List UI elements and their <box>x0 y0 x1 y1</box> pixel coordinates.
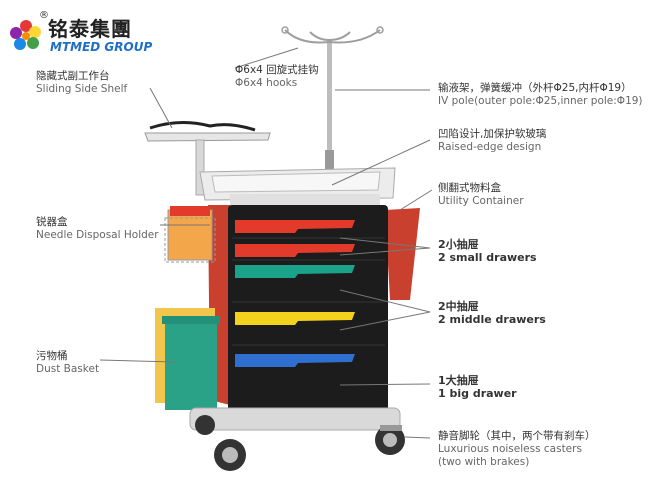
label-casters: 静音脚轮（其中，两个带有刹车） Luxurious noiseless cast… <box>438 430 596 468</box>
brand-name-en: MTMED GROUP <box>50 40 153 54</box>
dust-basket <box>155 308 220 410</box>
label-small-drawers: 2小抽屉 2 small drawers <box>438 238 537 264</box>
label-needle-holder: 锐器盒 Needle Disposal Holder <box>36 216 159 241</box>
base-frame <box>189 407 405 471</box>
leader-lines <box>99 47 433 439</box>
needle-holder <box>164 206 216 263</box>
registered-mark: ® <box>39 10 49 21</box>
label-hooks: Φ6x4 回旋式挂钩 Φ6x4 hooks <box>235 64 319 89</box>
brand-name-cn: 铭泰集團 <box>48 17 132 41</box>
label-raised-edge: 凹陷设计,加保护软玻璃 Raised-edge design <box>438 128 547 153</box>
top-surface <box>199 167 396 206</box>
flower-logo-icon <box>10 20 41 50</box>
label-middle-drawers: 2中抽屉 2 middle drawers <box>438 300 546 326</box>
brand-logo: ® 铭泰集團 MTMED GROUP <box>8 10 158 60</box>
drawers <box>232 220 385 367</box>
utility-container <box>385 208 420 300</box>
label-iv-pole: 输液架，弹簧缓冲（外杆Φ25,内杆Φ19） IV pole(outer pole… <box>438 82 643 107</box>
cart-body <box>228 205 388 415</box>
label-dust-basket: 污物桶 Dust Basket <box>36 350 100 375</box>
side-shelf <box>144 121 271 196</box>
label-utility-container: 侧翻式物料盒 Utility Container <box>438 182 524 207</box>
label-big-drawer: 1大抽屉 1 big drawer <box>438 374 517 400</box>
label-side-shelf: 隐藏式副工作台 Sliding Side Shelf <box>36 70 128 95</box>
iv-pole <box>281 26 384 190</box>
